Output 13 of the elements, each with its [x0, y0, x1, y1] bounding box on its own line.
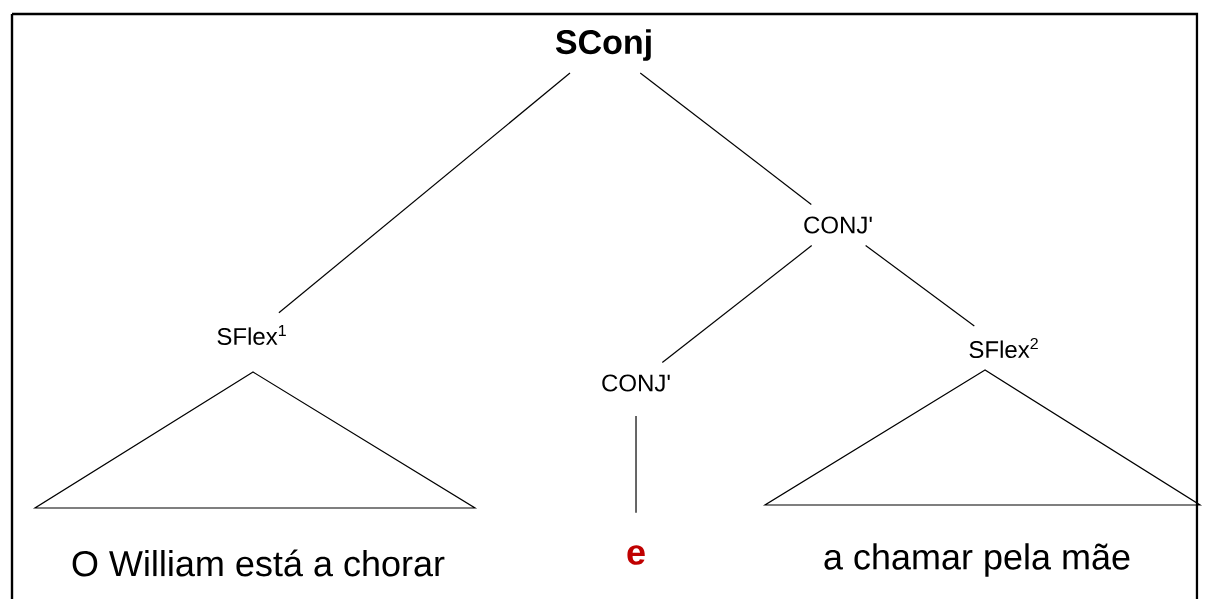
tree-branch	[865, 244, 975, 327]
category-label: SFlex$^{2}$	[969, 337, 1038, 359]
category-label: CONJ'	[804, 216, 872, 234]
tree-branch	[639, 72, 812, 206]
node-label: O William está a chorar	[72, 549, 445, 577]
node-label: a chamar pela mãe	[824, 543, 1130, 577]
category-label: SFlex$^{1}$	[217, 325, 286, 345]
category-label: SConj	[555, 29, 651, 61]
tree-branch	[278, 72, 571, 314]
tree-branch	[661, 245, 813, 363]
tree-branch	[635, 415, 637, 514]
word-label: e	[627, 545, 645, 565]
category-label: CONJ'	[602, 374, 670, 392]
